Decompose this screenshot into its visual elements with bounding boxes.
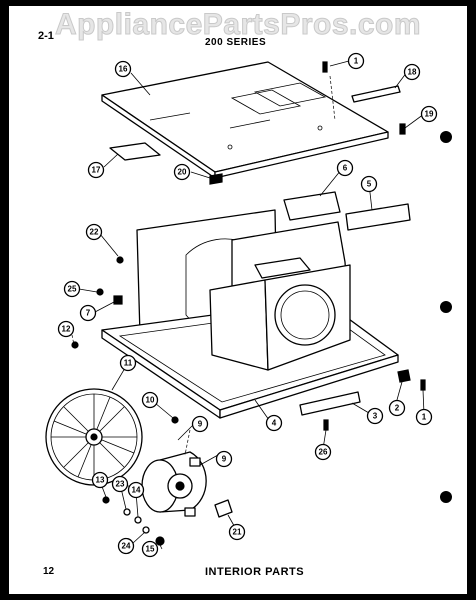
- motor-part: [122, 451, 207, 517]
- baffle-6-part: [283, 191, 341, 221]
- plate-21-part: [214, 499, 233, 518]
- callout-25: 25: [63, 280, 81, 298]
- callout-10: 10: [141, 391, 159, 409]
- callout-24: 24: [117, 537, 135, 555]
- cover-bracket-part: [109, 142, 161, 161]
- svg-text:22: 22: [90, 228, 99, 237]
- callout-1-bottom: 1: [415, 408, 433, 426]
- footer-title: INTERIOR PARTS: [205, 566, 305, 578]
- svg-text:23: 23: [116, 480, 125, 489]
- screw-22-part: [116, 256, 124, 264]
- nut-13-part: [102, 496, 110, 504]
- svg-text:21: 21: [233, 528, 242, 537]
- screw-1-top-part: [322, 61, 328, 73]
- blower-housing-part: [209, 221, 351, 371]
- callout-2: 2: [388, 399, 406, 417]
- screw-12-part: [71, 341, 79, 349]
- callout-19: 19: [420, 105, 438, 123]
- svg-text:26: 26: [319, 448, 328, 457]
- svg-text:20: 20: [178, 168, 187, 177]
- svg-text:9: 9: [198, 420, 203, 429]
- clip-2-part: [397, 369, 411, 383]
- strip-5-part: [345, 203, 411, 231]
- screw-1-bottom-part: [420, 379, 426, 391]
- svg-text:9: 9: [222, 455, 227, 464]
- fan-blade-part: [45, 388, 143, 486]
- callout-18: 18: [403, 63, 421, 81]
- svg-text:5: 5: [367, 180, 372, 189]
- callout-3: 3: [366, 407, 384, 425]
- cover-strip-part: [351, 85, 401, 103]
- watermark-text: AppliancePartsPros.com: [54, 8, 422, 42]
- svg-text:17: 17: [92, 166, 101, 175]
- callout-5: 5: [360, 175, 378, 193]
- callout-26: 26: [314, 443, 332, 461]
- svg-text:14: 14: [132, 486, 141, 495]
- callout-13: 13: [91, 471, 109, 489]
- svg-text:7: 7: [86, 309, 91, 318]
- svg-text:25: 25: [68, 285, 77, 294]
- block-7-part: [113, 295, 123, 305]
- screw-26-part: [323, 419, 329, 431]
- screw-25-part: [96, 288, 104, 296]
- callout-20: 20: [173, 163, 191, 181]
- callout-15: 15: [141, 540, 159, 558]
- callout-9-upper: 9: [191, 415, 209, 433]
- callout-4: 4: [265, 414, 283, 432]
- screw-19-part: [399, 123, 406, 135]
- svg-text:2: 2: [395, 404, 400, 413]
- svg-text:12: 12: [62, 325, 71, 334]
- callout-1-top: 1: [347, 52, 365, 70]
- binder-hole-top: [440, 131, 452, 143]
- svg-text:1: 1: [422, 413, 427, 422]
- svg-text:3: 3: [373, 412, 378, 421]
- callout-7: 7: [79, 304, 97, 322]
- binder-hole-middle: [440, 301, 452, 313]
- svg-text:4: 4: [272, 419, 277, 428]
- svg-text:15: 15: [146, 545, 155, 554]
- callout-17: 17: [87, 161, 105, 179]
- series-title: 200 SERIES: [205, 37, 267, 48]
- svg-text:1: 1: [354, 57, 359, 66]
- strip-3-part: [299, 391, 361, 416]
- cover-clip-part: [209, 173, 223, 185]
- callout-6: 6: [336, 159, 354, 177]
- washer-14-part: [134, 516, 142, 524]
- callout-16: 16: [114, 60, 132, 78]
- svg-text:18: 18: [408, 68, 417, 77]
- svg-text:6: 6: [343, 164, 348, 173]
- callout-14: 14: [127, 481, 145, 499]
- callout-21: 21: [228, 523, 246, 541]
- callout-11: 11: [119, 354, 137, 372]
- washer-24-part: [142, 526, 150, 534]
- svg-text:13: 13: [96, 476, 105, 485]
- page-label: 2-1: [38, 30, 54, 42]
- nut-15-part: [155, 536, 165, 546]
- svg-text:11: 11: [124, 359, 133, 368]
- callout-22: 22: [85, 223, 103, 241]
- page-number: 12: [43, 566, 55, 577]
- callout-9-lower: 9: [215, 450, 233, 468]
- callout-12: 12: [57, 320, 75, 338]
- callout-23: 23: [111, 475, 129, 493]
- binder-hole-bottom: [440, 491, 452, 503]
- svg-text:10: 10: [146, 396, 155, 405]
- washer-23-part: [123, 508, 131, 516]
- svg-text:24: 24: [122, 542, 131, 551]
- svg-text:16: 16: [119, 65, 128, 74]
- svg-text:19: 19: [425, 110, 434, 119]
- screw-10-part: [171, 416, 179, 424]
